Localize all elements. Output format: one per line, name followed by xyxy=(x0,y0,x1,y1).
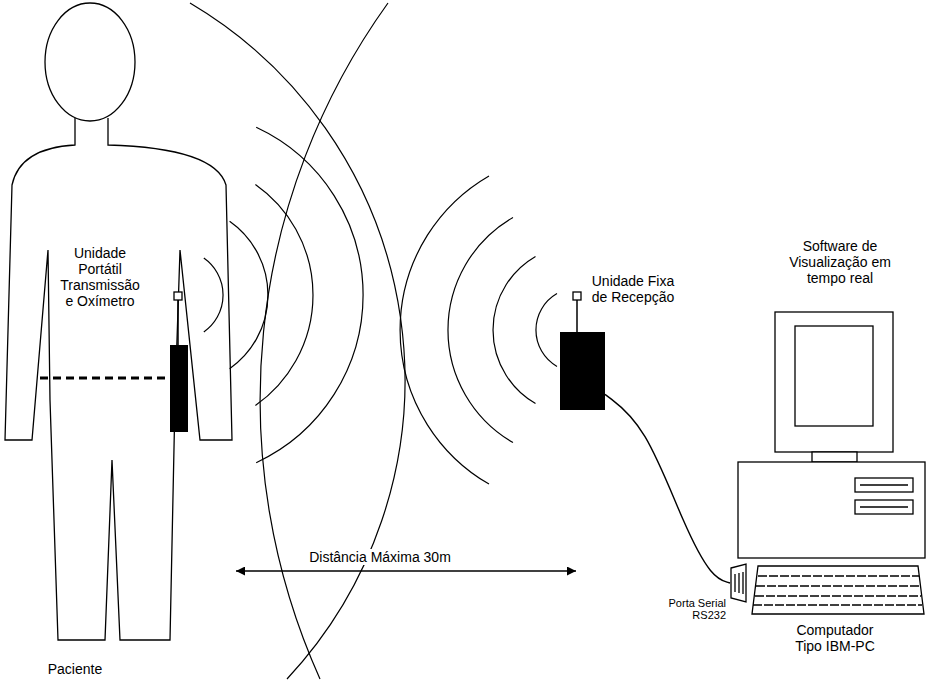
software-label: Software de Visualização em tempo real xyxy=(770,238,910,286)
patient-label: Paciente xyxy=(35,661,115,677)
computer-drawing xyxy=(731,312,925,614)
serial-cable xyxy=(605,394,730,583)
antenna xyxy=(174,292,581,345)
patient-figure xyxy=(5,3,232,640)
port-label: Porta Serial RS232 xyxy=(650,597,726,621)
distance-arrow xyxy=(236,570,576,572)
receiver-unit: Unidade Fixa de Recepção xyxy=(560,332,605,410)
unit-label: Unidade Portátil Transmissão e Oxímetro xyxy=(57,245,143,309)
computer: Software de Visualização em tempo realCo… xyxy=(730,236,926,668)
belt xyxy=(40,377,170,380)
patient-figure-area: Unidade Portátil Transmissão e OxímetroP… xyxy=(0,0,240,682)
portable-unit: Unidade Portátil Transmissão e Oxímetro xyxy=(170,345,188,432)
computer-label: Computador Tipo IBM-PC xyxy=(785,622,885,654)
distance-label: Distância Máxima 30m xyxy=(306,549,454,565)
radio-waves xyxy=(190,3,557,679)
unit-label: Unidade Fixa de Recepção xyxy=(586,273,680,305)
